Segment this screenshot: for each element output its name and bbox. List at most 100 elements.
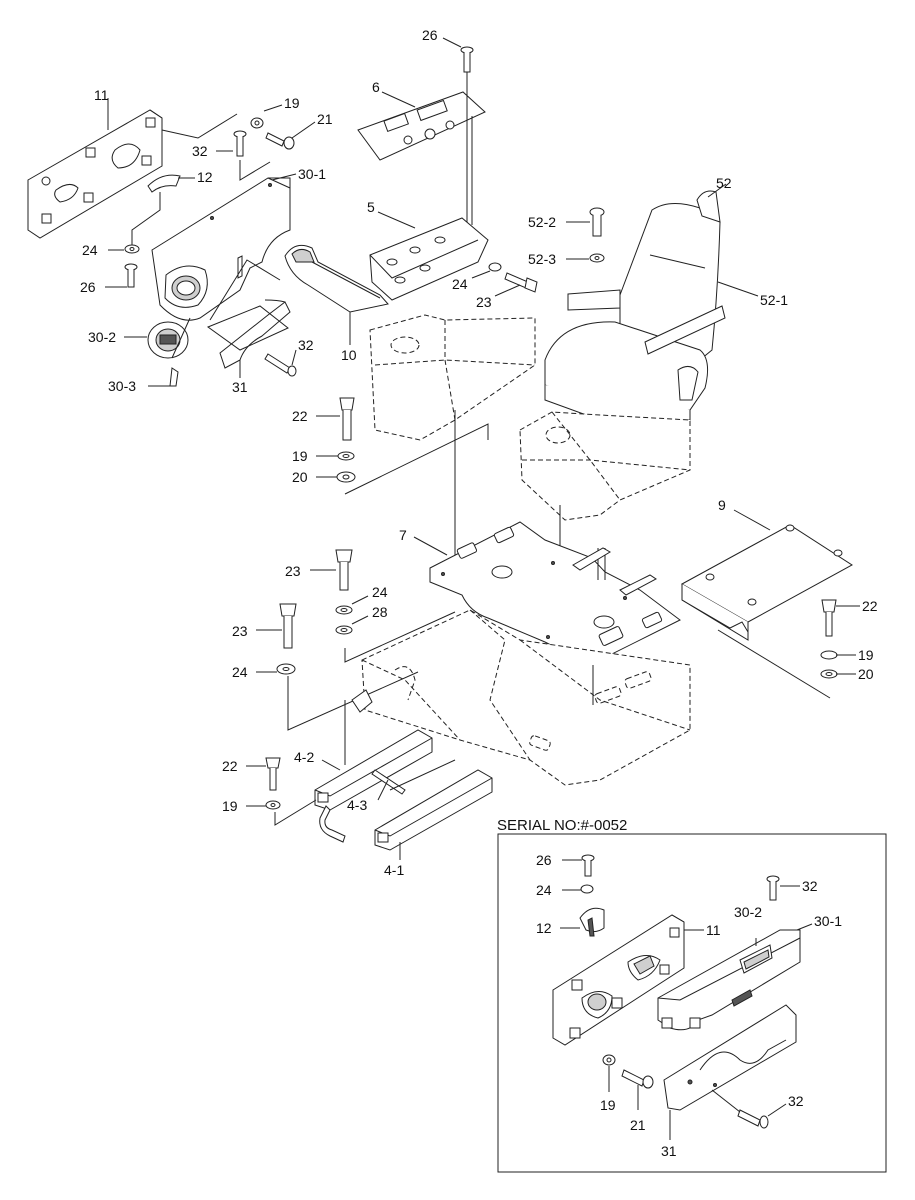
part-10-lever [284,244,389,313]
part-52-seat [544,190,726,421]
bolt-23-b [335,549,353,591]
screw-52-2 [589,207,605,237]
callout-28: 28 [372,604,388,620]
callout-10: 10 [341,347,357,363]
callout-4-2: 4-2 [294,749,314,765]
part-31-bracket [219,299,291,378]
callout-52-1: 52-1 [760,292,788,308]
serial-inset-frame [497,833,887,1173]
callout-23-b: 23 [285,563,301,579]
console-block-left [369,314,536,441]
washer-19-b [337,451,355,461]
callout-22-c: 22 [222,758,238,774]
washer-19 [250,117,264,129]
part-30-2-cover [147,321,189,359]
washer-19-right [820,650,838,660]
part-4-2-rail [314,729,433,811]
console-block-right [519,411,691,521]
inset-part-31 [663,1004,797,1111]
part-11-panel [27,109,163,239]
washer-24-d [276,663,296,675]
inset-part-11 [552,914,685,1046]
callout-21: 21 [317,111,333,127]
callout-inset-26: 26 [536,852,552,868]
callout-19-c: 19 [858,647,874,663]
callout-inset-21: 21 [630,1117,646,1133]
washer-24-b [488,262,502,272]
callout-9: 9 [718,497,726,513]
callout-6: 6 [372,79,380,95]
callout-24: 24 [82,242,98,258]
inset-screw-32-b [737,1109,769,1129]
callout-4-1: 4-1 [384,862,404,878]
inset-screw-26 [581,854,595,877]
callout-23: 23 [476,294,492,310]
callout-22-b: 22 [862,598,878,614]
bolt-22-c [265,757,281,791]
washer-20 [336,471,356,483]
callout-19: 19 [284,95,300,111]
inset-washer-19 [602,1054,616,1066]
part-5-bracket [369,217,489,301]
part-7-plate [429,521,681,666]
screw-26 [124,263,138,288]
callout-inset-32-b: 32 [788,1093,804,1109]
callout-7: 7 [399,527,407,543]
callout-20-b: 20 [858,666,874,682]
callout-inset-30-2: 30-2 [734,904,762,920]
screw-30-3 [169,367,179,387]
callout-26: 26 [80,279,96,295]
callout-11: 11 [94,87,109,103]
part-30-1-console [151,177,291,321]
callout-19-d: 19 [222,798,238,814]
callout-30-1: 30-1 [298,166,326,182]
callout-26-top: 26 [422,27,438,43]
washer-24-c [335,605,353,615]
serial-note: SERIAL NO:#-0052 [497,817,627,834]
inset-screw-21 [621,1069,654,1089]
callout-5: 5 [367,199,375,215]
part-12-clip [147,174,181,193]
screw-32 [233,130,247,157]
part-4-3-handle [319,759,456,843]
callout-24-d: 24 [232,664,248,680]
callout-inset-19: 19 [600,1097,616,1113]
callout-32: 32 [192,143,208,159]
washer-20-right [820,669,838,679]
washer-52-3 [589,253,605,263]
callout-52-2: 52-2 [528,214,556,230]
bolt-23-c [279,603,297,649]
callout-30-3: 30-3 [108,378,136,394]
callout-23-c: 23 [232,623,248,639]
callout-inset-12: 12 [536,920,552,936]
callout-inset-32: 32 [802,878,818,894]
callout-31: 31 [232,379,248,395]
callout-20: 20 [292,469,308,485]
bolt-22 [339,397,355,441]
callout-inset-11: 11 [706,922,721,938]
part-6-plate [357,91,486,161]
callout-12: 12 [197,169,213,185]
callout-4-3: 4-3 [347,797,367,813]
bolt-22-right [821,599,837,637]
callout-inset-30-1: 30-1 [814,913,842,929]
inset-part-12 [579,907,605,937]
callout-32-b: 32 [298,337,314,353]
callout-52-3: 52-3 [528,251,556,267]
inset-screw-32 [766,875,780,901]
bolt-23 [504,272,538,293]
callout-22: 22 [292,408,308,424]
part-4-1-rail [374,769,493,851]
screw-26-top [460,46,474,73]
washer-28 [335,625,353,635]
callout-19-b: 19 [292,448,308,464]
washer-24 [124,244,140,254]
callout-24-b: 24 [452,276,468,292]
screw-32-b [264,353,297,377]
inset-part-30-1 [657,929,801,1031]
lower-frame [361,609,691,786]
callout-inset-24: 24 [536,882,552,898]
callout-52: 52 [716,175,732,191]
callout-labels: 11 19 21 32 12 30-1 24 26 30-2 30-3 31 3… [80,27,878,1159]
